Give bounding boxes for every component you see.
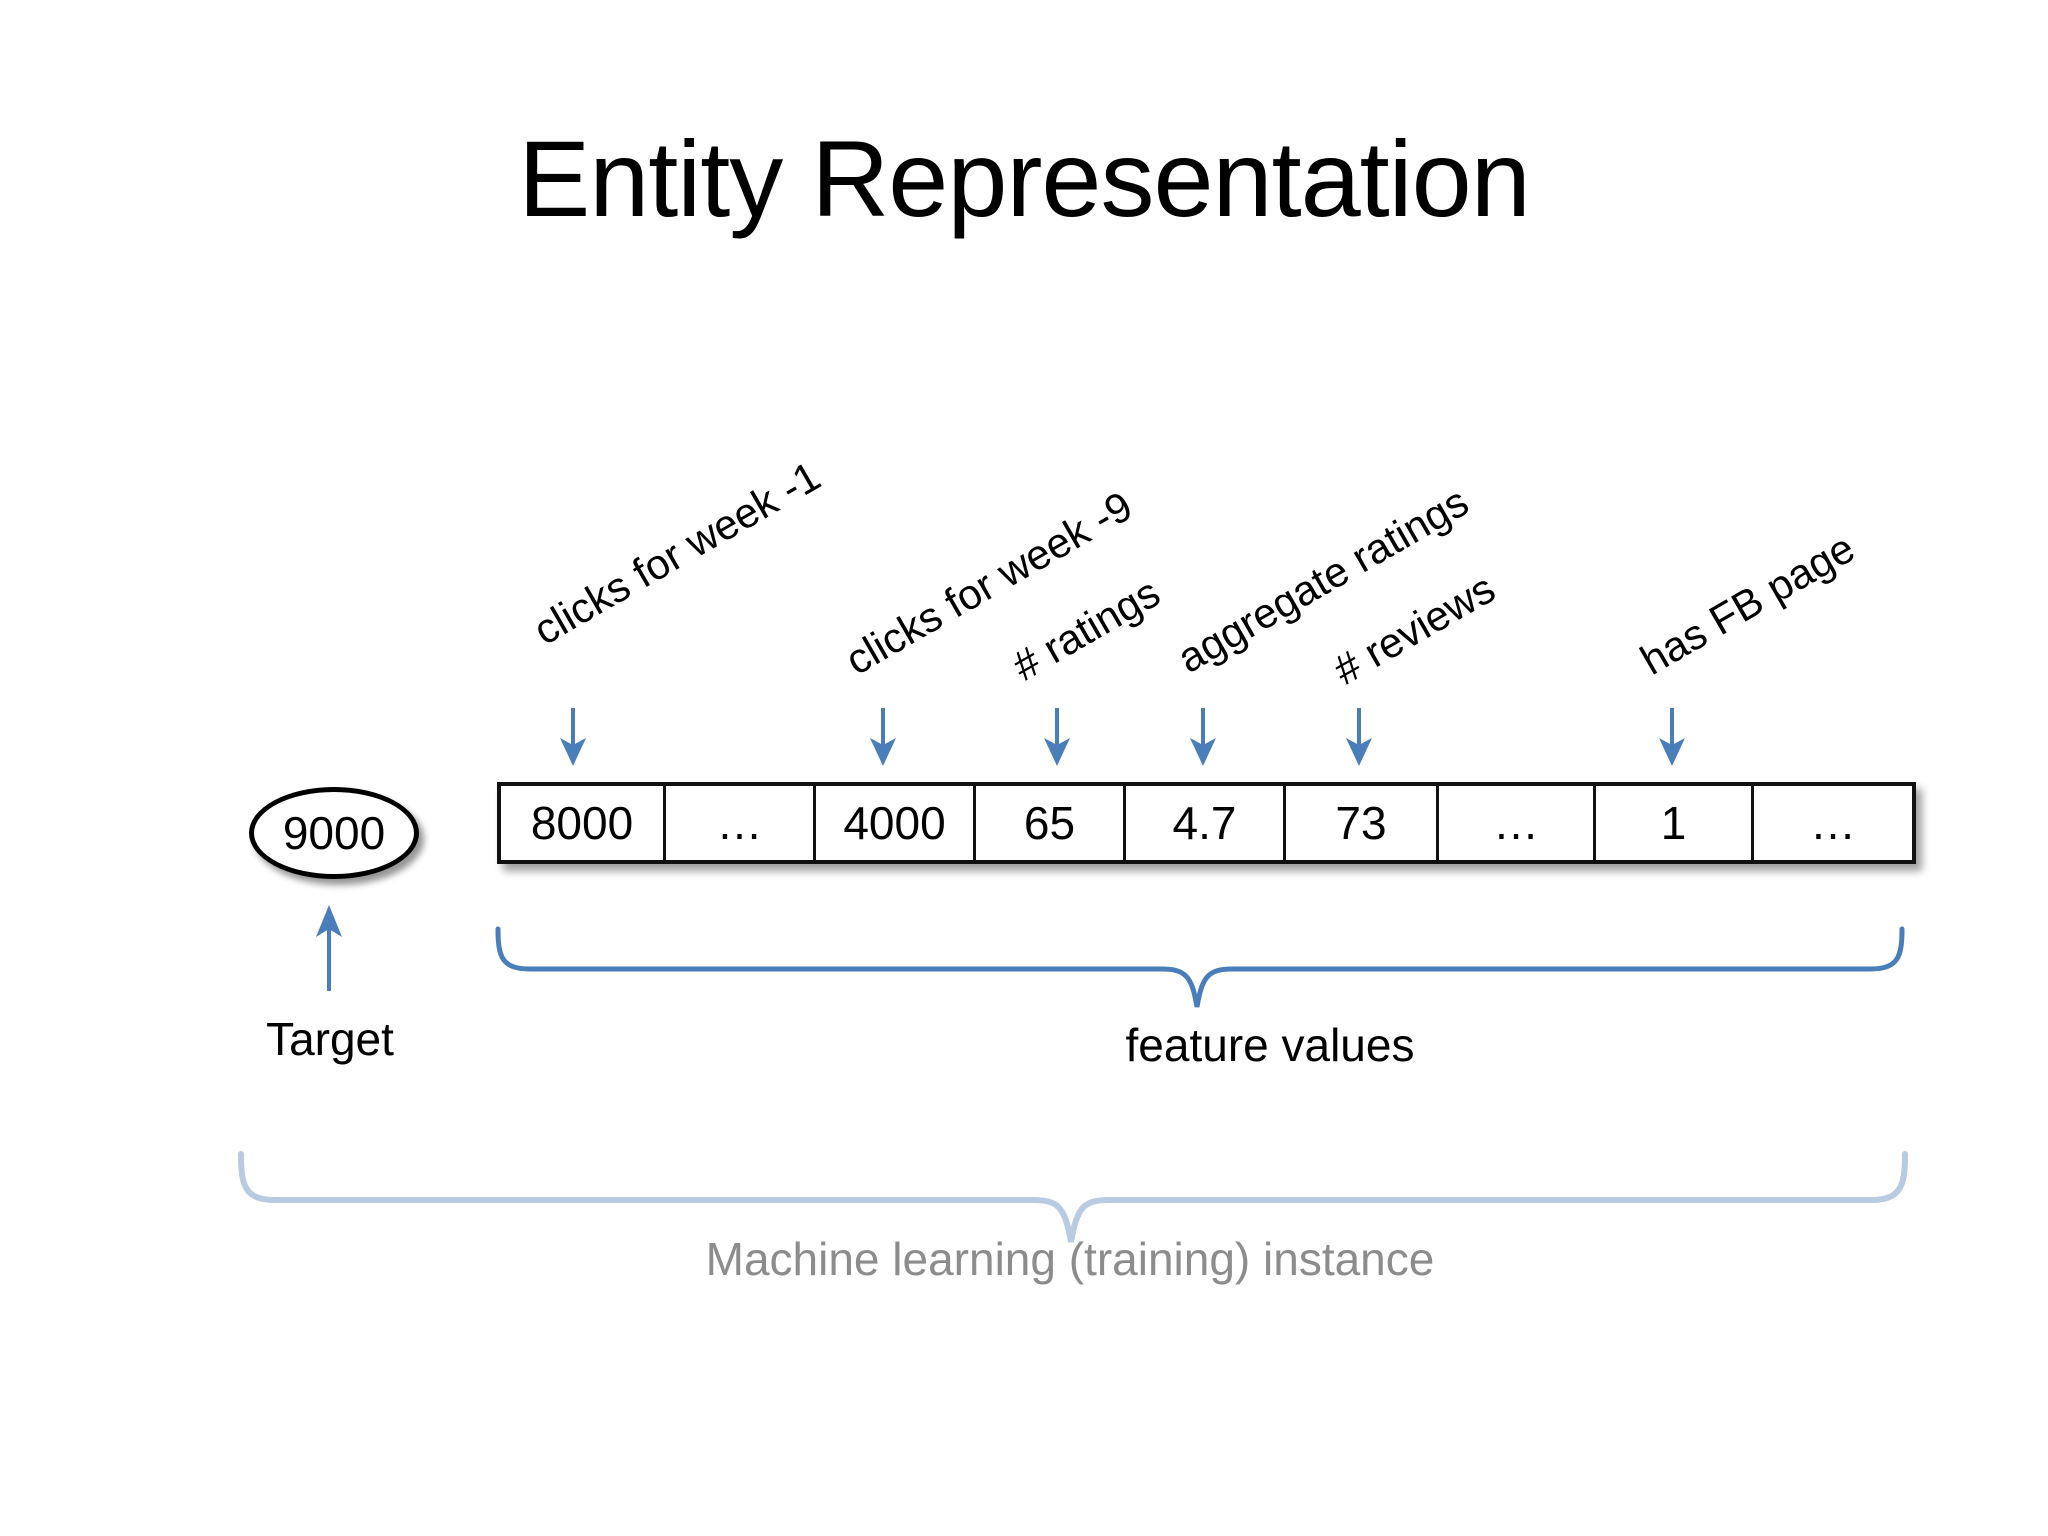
down-arrow-cell-4 (1040, 708, 1074, 768)
feature-label-aggregate-ratings: aggregate ratings (1169, 477, 1477, 682)
feature-cell: 4000 (816, 786, 976, 860)
feature-cell: 8000 (501, 786, 666, 860)
ml-instance-brace (238, 1151, 1908, 1243)
down-arrow-cell-8 (1655, 708, 1689, 768)
feature-cell: … (666, 786, 816, 860)
down-arrow-cell-1 (556, 708, 590, 768)
page-title: Entity Representation (518, 118, 1531, 239)
feature-cell: 73 (1286, 786, 1439, 860)
target-value-oval: 9000 (249, 787, 419, 879)
feature-cell: 1 (1596, 786, 1754, 860)
feature-label-num-ratings: # ratings (1004, 568, 1168, 690)
down-arrow-cell-3 (866, 708, 900, 768)
target-up-arrow-icon (312, 905, 346, 991)
ml-instance-label: Machine learning (training) instance (705, 1233, 1435, 1285)
target-value: 9000 (282, 807, 386, 859)
feature-values-row: 8000 … 4000 65 4.7 73 … 1 … (497, 782, 1916, 864)
down-arrow-cell-6 (1342, 708, 1376, 768)
feature-cell: … (1754, 786, 1912, 860)
feature-cell: … (1439, 786, 1596, 860)
feature-label-clicks-week-9: clicks for week -9 (837, 481, 1140, 684)
target-label: Target (266, 1013, 394, 1065)
feature-values-label: feature values (1125, 1019, 1415, 1071)
feature-label-has-fb-page: has FB page (1632, 523, 1863, 684)
down-arrow-cell-5 (1186, 708, 1220, 768)
feature-values-brace (495, 926, 1905, 1008)
feature-label-clicks-week-1: clicks for week -1 (525, 451, 828, 654)
feature-cell: 4.7 (1126, 786, 1286, 860)
feature-cell: 65 (976, 786, 1126, 860)
